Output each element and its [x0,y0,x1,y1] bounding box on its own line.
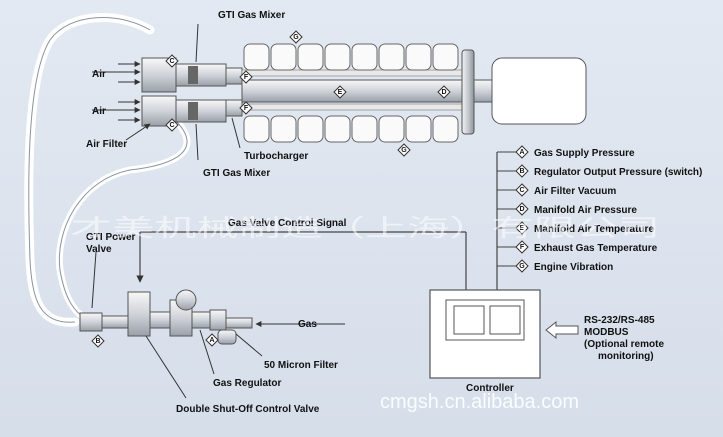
legend-letter: B [519,168,524,175]
legend-letter: F [520,244,525,251]
cylinder-block [324,43,351,71]
sensor-tag-c-top: C [165,54,179,68]
legend-letter: A [519,149,524,156]
rs232-arrow [545,320,579,340]
label-gas-regulator: Gas Regulator [213,378,281,389]
cylinder-block [243,43,270,71]
sensor-tag-b: B [91,334,105,348]
cylinder-bank-top [243,43,459,71]
controller-display-left [453,305,485,335]
legend-letter: E [520,225,525,232]
engine-end-plate [461,49,475,135]
label-double-shutoff: Double Shut-Off Control Valve [176,404,320,415]
svg-text:D: D [441,89,446,96]
cylinder-block [351,43,378,71]
label-gas-valve-control-signal: Gas Valve Control Signal [228,218,347,229]
double-shutoff-valve [127,291,151,337]
label-gti-gas-mixer-bottom: GTI Gas Mixer [203,168,270,179]
legend-item: F Exhaust Gas Temperature [515,240,658,254]
svg-text:C: C [169,122,174,129]
label-rs232-4: monitoring) [598,351,654,362]
cylinder-block [405,115,432,143]
controller-display-right [489,305,521,335]
svg-text:E: E [338,89,343,96]
cylinder-block [432,115,459,143]
gti-power-valve [79,312,103,332]
label-rs232-1: RS-232/RS-485 [584,315,655,326]
legend-text: Regulator Output Pressure (switch) [534,167,702,178]
cylinder-block [270,43,297,71]
sensor-tag-c-bottom: C [165,118,179,132]
label-gti-gas-mixer-top: GTI Gas Mixer [218,10,285,21]
gas-regulator [175,289,197,311]
legend-text: Exhaust Gas Temperature [534,243,658,254]
watermark-company: 才美机械制造（上海）有限公司 [70,214,660,242]
legend-item: G Engine Vibration [515,259,613,273]
micron-filter [209,309,227,331]
label-turbocharger: Turbocharger [244,151,308,162]
svg-text:F: F [244,74,249,81]
label-air-top: Air [92,69,106,80]
cylinder-block [324,115,351,143]
cylinder-block [378,115,405,143]
svg-text:C: C [169,58,174,65]
sensor-tag-g-top: G [289,30,303,44]
legend-text: Air Filter Vacuum [534,186,616,197]
cylinder-block [351,115,378,143]
sensor-tag-e: E [333,85,347,99]
cylinder-bank-bottom [243,115,459,143]
legend-item: C Air Filter Vacuum [515,183,616,197]
gti-gas-mixer-bottom [175,99,227,123]
legend-item: E Manifold Air Temperature [515,221,654,235]
label-gas: Gas [298,319,317,330]
legend-letter: D [519,206,524,213]
cylinder-block [378,43,405,71]
legend-text: Gas Supply Pressure [534,148,635,159]
label-micron-filter: 50 Micron Filter [264,360,338,371]
label-air-filter: Air Filter [86,139,127,150]
label-rs232-3: (Optional remote [584,339,664,350]
cylinder-block [297,115,324,143]
legend-text: Manifold Air Temperature [534,224,654,235]
sensor-tag-f-top: F [239,70,253,84]
svg-text:G: G [293,34,299,41]
sensor-tag-a: A [205,333,219,347]
cylinder-block [243,115,270,143]
label-air-bottom: Air [92,106,106,117]
cylinder-block [405,43,432,71]
cylinder-block [432,43,459,71]
label-gti-power-valve-1: GTI Power [86,232,136,243]
watermark-website: cmgsh.cn.alibaba.com [380,391,579,413]
svg-text:A: A [209,337,214,344]
sensor-tag-d: D [437,85,451,99]
legend-item: B Regulator Output Pressure (switch) [515,164,702,178]
svg-text:B: B [95,338,100,345]
legend-item: A Gas Supply Pressure [515,145,635,159]
sensor-tag-f-bottom: F [239,101,253,115]
turbocharger-top [225,67,243,85]
cylinder-block [270,115,297,143]
svg-text:G: G [401,147,407,154]
sensor-tag-g-bottom: G [397,143,411,157]
legend-text: Manifold Air Pressure [534,205,637,216]
svg-text:F: F [244,105,249,112]
label-gti-power-valve-2: Valve [86,244,112,255]
cylinder-block [297,43,324,71]
label-rs232-2: MODBUS [584,327,629,338]
legend-text: Engine Vibration [534,262,613,273]
legend-item: D Manifold Air Pressure [515,202,637,216]
gti-gas-mixer-top [175,63,227,87]
legend-letter: C [519,187,524,194]
generator-box [491,57,587,125]
legend-letter: G [519,263,525,270]
label-controller: Controller [466,383,514,394]
